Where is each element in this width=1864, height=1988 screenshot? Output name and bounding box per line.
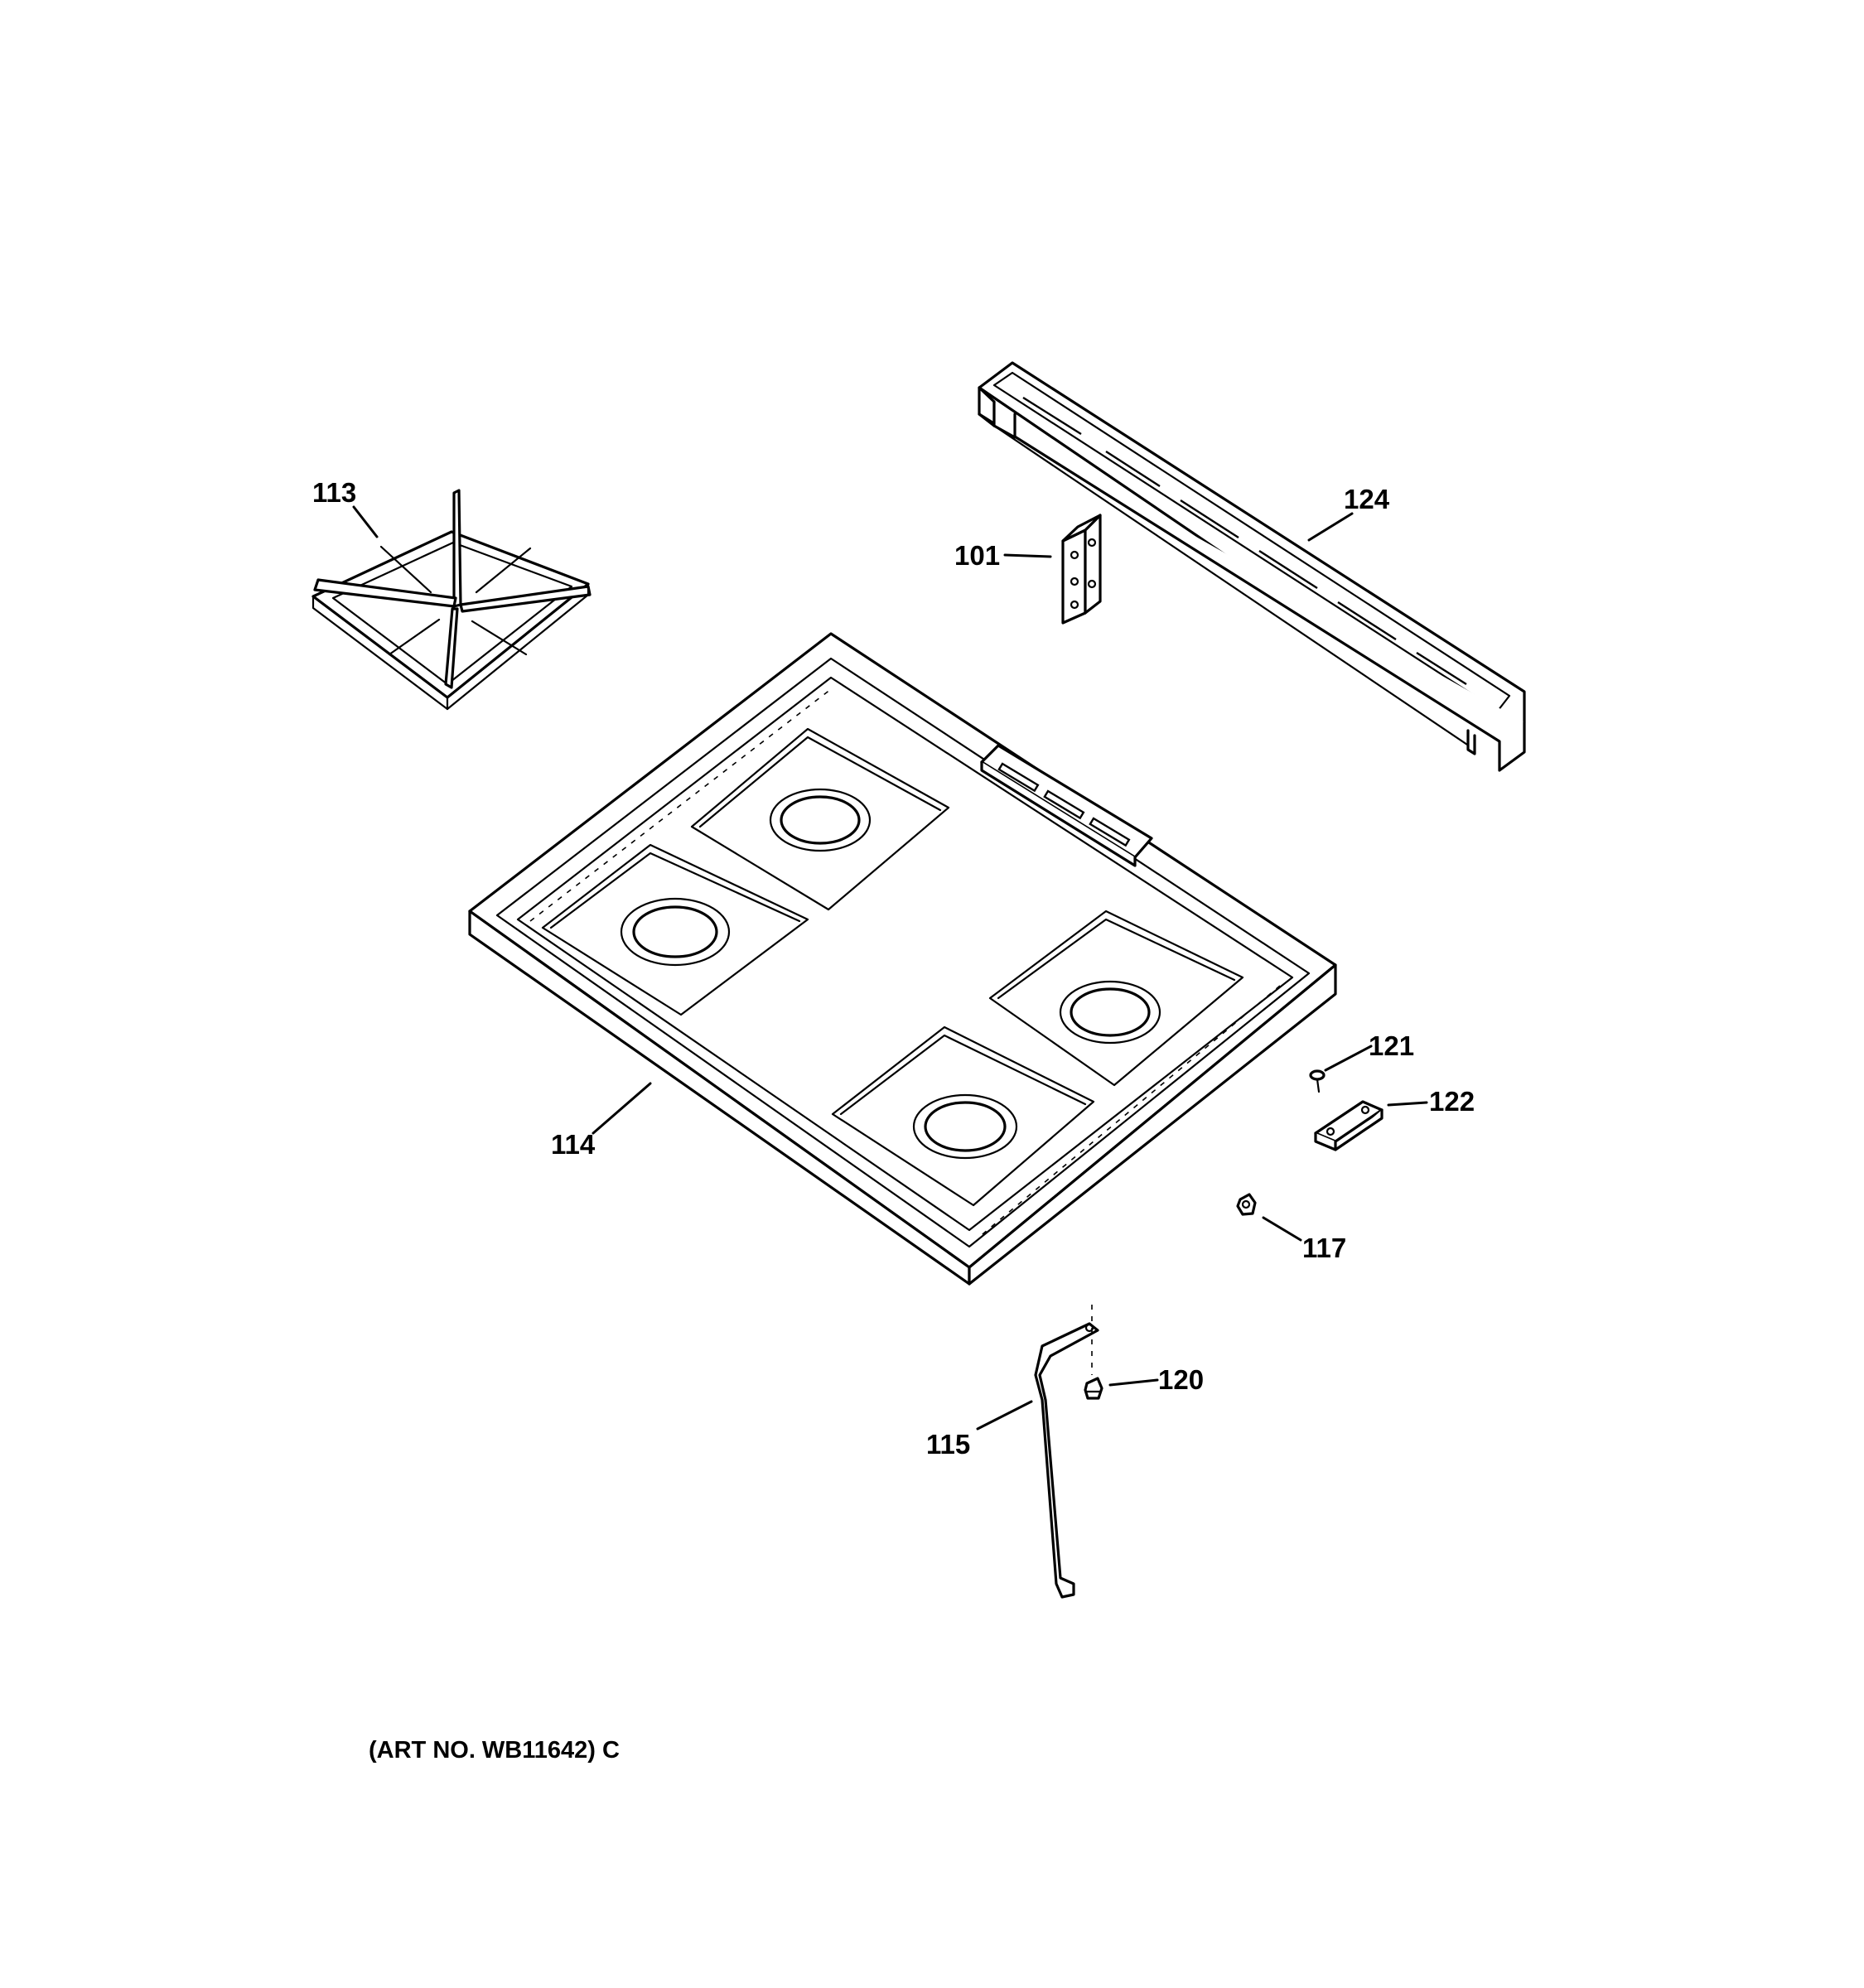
end-bracket: [1061, 514, 1102, 625]
callout-115: 115: [926, 1429, 970, 1460]
leader-117: [1262, 1216, 1302, 1242]
callout-122: 122: [1429, 1086, 1475, 1117]
callout-113: 113: [312, 477, 356, 508]
callout-120: 120: [1158, 1364, 1204, 1395]
fastener: [1084, 1377, 1103, 1400]
clip: [1314, 1100, 1384, 1151]
leader-114: [592, 1082, 652, 1135]
leader-120: [1108, 1378, 1159, 1387]
callout-121: 121: [1369, 1030, 1414, 1061]
burner-grate: [311, 489, 592, 711]
nut: [1236, 1193, 1257, 1216]
main-back-trim: [978, 361, 1526, 772]
screw: [1309, 1069, 1326, 1093]
leader-113: [352, 505, 379, 538]
callout-117: 117: [1302, 1233, 1346, 1263]
leader-124: [1307, 512, 1354, 542]
leader-lines: [352, 505, 1428, 1431]
leader-101: [1003, 553, 1052, 558]
callout-101: 101: [954, 540, 1000, 571]
leader-115: [976, 1400, 1033, 1431]
callout-114: 114: [551, 1129, 596, 1160]
cooktop: [468, 632, 1337, 1286]
callout-124: 124: [1344, 484, 1390, 514]
rod: [1034, 1305, 1099, 1599]
leader-121: [1324, 1045, 1373, 1072]
art-number: (ART NO. WB11642) C: [369, 1737, 620, 1764]
leader-122: [1387, 1101, 1428, 1107]
